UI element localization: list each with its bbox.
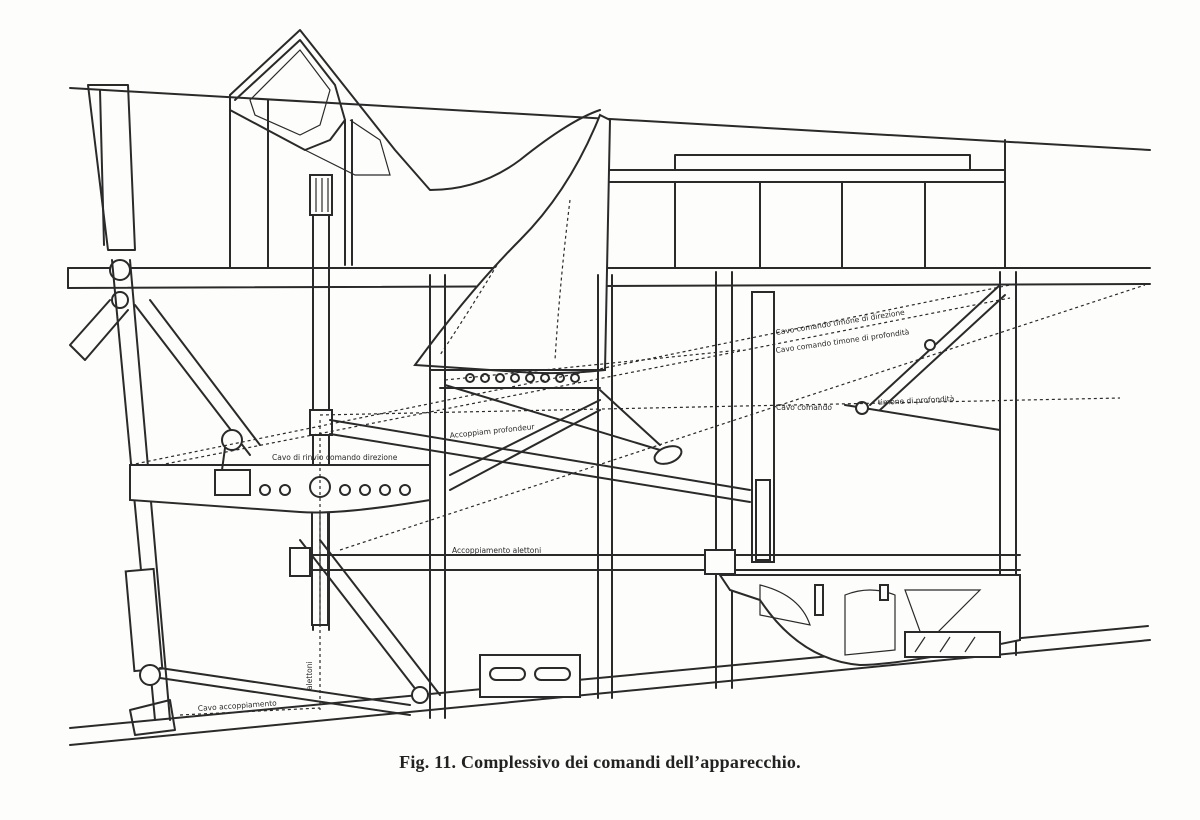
pilot-seat [413, 113, 612, 389]
label-accoppiamento-alettoni: Accoppiamento alettoni [452, 546, 541, 555]
label-timone-di-profondita: timone di profondità [878, 394, 955, 407]
control-beam [129, 429, 431, 514]
windshield-frame [229, 29, 601, 269]
rudder-pedal-frame [479, 654, 581, 698]
label-cavo-comando: Cavo comando [776, 403, 832, 412]
control-cables [129, 284, 1146, 716]
control-column [309, 119, 353, 631]
aileron-coupling-rail [289, 547, 1021, 577]
figure-caption: Fig. 11. Complessivo dei comandi dell’ap… [399, 752, 801, 772]
seat-frame-holes [465, 373, 580, 383]
fuselage-panels [604, 119, 1006, 269]
label-cavo-rinvio-comando-direzione: Cavo di rinvio comando direzione [272, 453, 398, 462]
diagonal-rods [159, 284, 1006, 716]
label-alettoni: alettoni [305, 661, 314, 690]
label-accoppiam-profondeur: Accoppiam profondeur [449, 422, 536, 440]
front-strut-assembly [69, 84, 261, 736]
lower-truss-plate [718, 574, 1021, 667]
